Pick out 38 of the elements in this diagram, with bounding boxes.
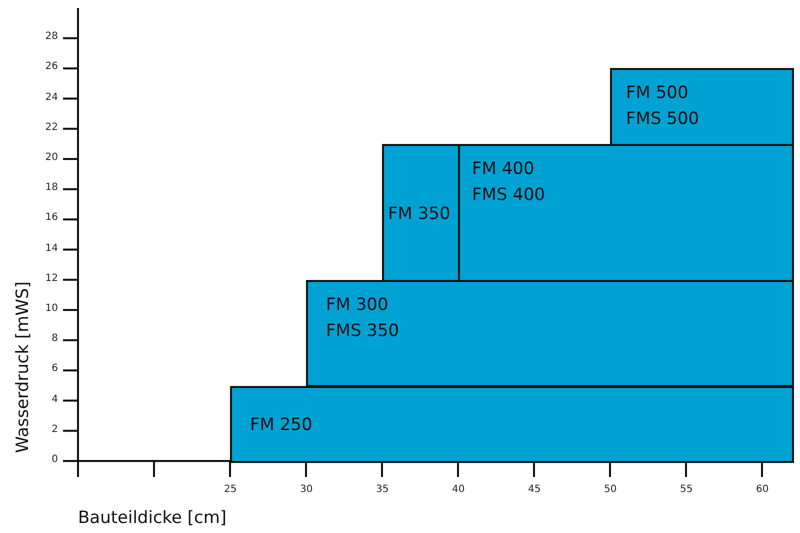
- axis-title: Wasserdruck [mWS]: [13, 283, 33, 453]
- range-block: [610, 68, 794, 146]
- tick-label: 28: [45, 31, 58, 42]
- tick-label: 50: [604, 484, 617, 495]
- tick-label: 10: [45, 303, 58, 314]
- range-block: [382, 144, 460, 282]
- tick-label: 12: [45, 272, 58, 284]
- product-label: FMS 400: [472, 184, 546, 207]
- tick-label: 26: [45, 61, 58, 72]
- tick-label: 30: [300, 484, 313, 495]
- tick-label: 25: [224, 484, 237, 495]
- tick-label: 40: [452, 484, 465, 495]
- tick-label: 14: [45, 242, 58, 254]
- tick-label: 8: [52, 333, 58, 344]
- tick-label: 2: [52, 424, 58, 435]
- tick-label: 4: [52, 394, 58, 405]
- product-label: FMS 500: [626, 108, 700, 132]
- tick-label: 55: [680, 484, 693, 495]
- range-block: [458, 144, 794, 282]
- tick-label: 20: [45, 152, 58, 163]
- product-label: FM 350: [388, 202, 450, 226]
- tick-label: 16: [45, 212, 58, 224]
- product-label: FM 500: [626, 82, 688, 106]
- tick-label: 45: [528, 484, 541, 495]
- axis-title: Bauteildicke [cm]: [78, 508, 227, 528]
- tick-label: 22: [45, 122, 58, 133]
- product-label: FMS 350: [326, 320, 400, 343]
- tick-label: 35: [376, 484, 389, 495]
- range-block: [306, 280, 794, 388]
- tick-label: 24: [45, 92, 58, 103]
- product-label: FM 300: [326, 294, 388, 317]
- tick-label: 0: [52, 454, 58, 465]
- tick-label: 60: [756, 484, 769, 495]
- product-label: FM 250: [250, 414, 312, 438]
- tick-label: 18: [45, 182, 58, 194]
- product-label: FM 400: [472, 158, 534, 181]
- tick-label: 6: [52, 363, 58, 374]
- range-block: [230, 386, 794, 463]
